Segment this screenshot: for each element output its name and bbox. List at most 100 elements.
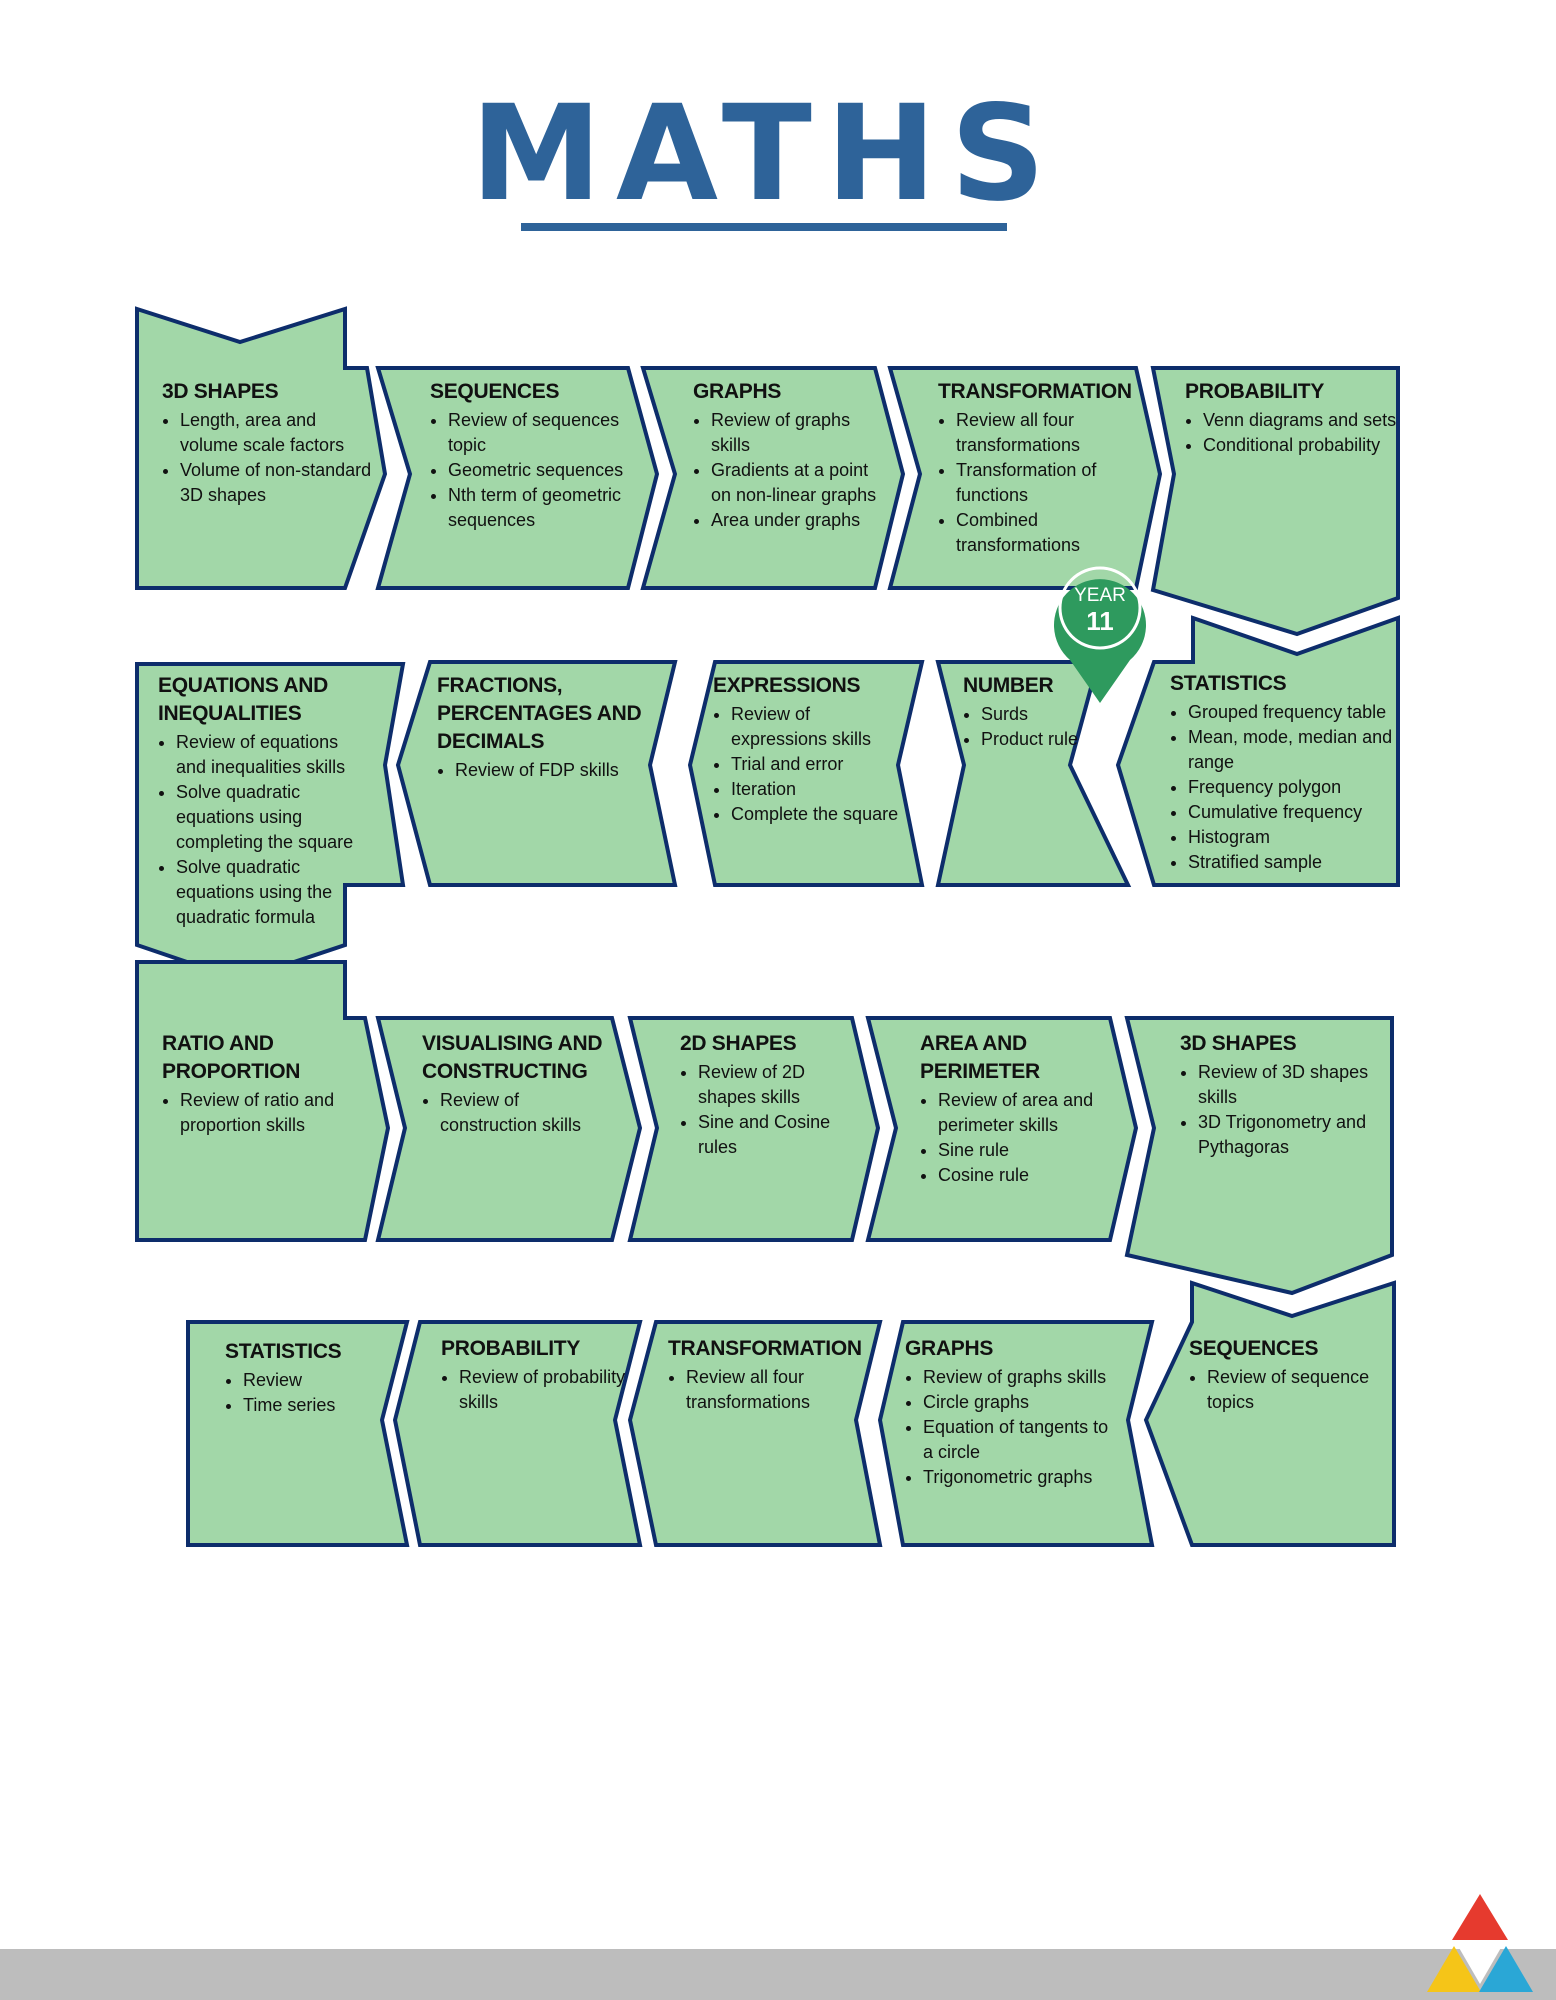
tile-title: SEQUENCES bbox=[430, 380, 560, 403]
tile-bullet-list: Review of graphs skillsGradients at a po… bbox=[693, 408, 883, 533]
tile-bullet: Stratified sample bbox=[1188, 850, 1395, 875]
tile-bullet: Review of probability skills bbox=[459, 1365, 626, 1415]
tile-bullet: Review of area and perimeter skills bbox=[938, 1088, 1120, 1138]
tile-bullet: Solve quadratic equations using the quad… bbox=[176, 855, 373, 930]
tile-3d-shapes-r3: 3D SHAPES Review of 3D shapes skills3D Tr… bbox=[1180, 1030, 1385, 1160]
badge-year-number: 11 bbox=[1086, 606, 1114, 636]
tile-title: NUMBER bbox=[963, 674, 1054, 697]
tile-bullet: Circle graphs bbox=[923, 1390, 1120, 1415]
page-title: MATHS bbox=[470, 77, 1060, 231]
tile-graphs-r1: GRAPHSReview of graphs skillsGradients a… bbox=[693, 378, 883, 533]
tile-bullet-list: Review all four transformations bbox=[668, 1365, 863, 1415]
tile-bullet: Iteration bbox=[731, 777, 908, 802]
tile-bullet-list: Review of equations and inequalities ski… bbox=[158, 730, 373, 930]
tile-statistics-r4: STATISTICS ReviewTime series bbox=[225, 1338, 385, 1418]
tile-bullet: Mean, mode, median and range bbox=[1188, 725, 1395, 775]
tile-bullet-list: Length, area and volume scale factorsVol… bbox=[162, 408, 377, 508]
tile-bullet: Combined transformations bbox=[956, 508, 1148, 558]
tile-title: EQUATIONS AND INEQUALITIES bbox=[158, 674, 328, 725]
tile-sequences-r1-shape bbox=[375, 366, 660, 590]
tile-statistics-r4-shape bbox=[186, 1320, 410, 1547]
triangle-logo-icon bbox=[1427, 1894, 1533, 1992]
tile-bullet: Geometric sequences bbox=[448, 458, 630, 483]
tile-sequences-r4: SEQUENCES Review of sequence topics bbox=[1189, 1335, 1384, 1415]
tile-bullet-list: Review all four transformationsTransform… bbox=[938, 408, 1148, 558]
tile-equations-and-inequalities-r2-shape bbox=[135, 662, 406, 983]
tile-ratio-and-proportion-r3: RATIO AND PROPORTIONReview of ratio and … bbox=[162, 1030, 367, 1138]
tile-bullet: Equation of tangents to a circle bbox=[923, 1415, 1120, 1465]
tile-bullet-list: Review of graphs skillsCircle graphsEqua… bbox=[905, 1365, 1120, 1490]
tile-bullet: Review of FDP skills bbox=[455, 758, 652, 783]
logo-blue-triangle bbox=[1479, 1946, 1533, 1992]
tile-equations-and-inequalities-r2: EQUATIONS AND INEQUALITIESReview of equa… bbox=[158, 672, 373, 930]
tile-probability-r4: PROBABILITY Review of probability skills bbox=[441, 1335, 626, 1415]
tile-title: 2D SHAPES bbox=[680, 1032, 797, 1055]
tile-graphs-r4-shape bbox=[877, 1320, 1155, 1547]
tile-bullet: Review of ratio and proportion skills bbox=[180, 1088, 367, 1138]
tile-bullet: Review all four transformations bbox=[956, 408, 1148, 458]
tile-bullet: Venn diagrams and sets bbox=[1203, 408, 1400, 433]
tile-bullet: Sine rule bbox=[938, 1138, 1120, 1163]
tile-sequences-r1: SEQUENCESReview of sequences topicGeomet… bbox=[430, 378, 630, 533]
tile-title: FRACTIONS, PERCENTAGES AND DECIMALS bbox=[437, 674, 642, 753]
tile-expressions-r2-shape bbox=[687, 660, 925, 887]
tile-bullet: Transformation of functions bbox=[956, 458, 1148, 508]
tile-title: PROBABILITY bbox=[1185, 380, 1325, 403]
tile-bullet-list: Venn diagrams and setsConditional probab… bbox=[1185, 408, 1400, 458]
tile-probability-r1-shape bbox=[1150, 366, 1400, 637]
tile-bullet: Solve quadratic equations using completi… bbox=[176, 780, 373, 855]
tile-bullet: Volume of non-standard 3D shapes bbox=[180, 458, 377, 508]
tile-bullet-list: Review of expressions skillsTrial and er… bbox=[713, 702, 908, 827]
tile-title: 3D SHAPES bbox=[1180, 1032, 1297, 1055]
tile-3d-shapes-r3-shape bbox=[1124, 1016, 1394, 1296]
footer-bar bbox=[0, 1949, 1556, 2000]
logo-red-triangle bbox=[1452, 1894, 1508, 1940]
badge-pin-shape bbox=[1054, 579, 1146, 703]
tile-bullet-list: Review of ratio and proportion skills bbox=[162, 1088, 367, 1138]
badge-label: YEAR bbox=[1074, 585, 1126, 606]
tile-ratio-and-proportion-r3-shape bbox=[135, 960, 391, 1242]
tile-title: RATIO AND PROPORTION bbox=[162, 1032, 301, 1083]
tile-bullet: Grouped frequency table bbox=[1188, 700, 1395, 725]
tile-bullet: Length, area and volume scale factors bbox=[180, 408, 377, 458]
tile-title: 3D SHAPES bbox=[162, 380, 279, 403]
tile-bullet: Time series bbox=[243, 1393, 385, 1418]
tile-transformation-r4-shape bbox=[627, 1320, 883, 1547]
tile-bullet-list: Review of probability skills bbox=[441, 1365, 626, 1415]
tile-bullet: Sine and Cosine rules bbox=[698, 1110, 855, 1160]
tile-bullet: Trigonometric graphs bbox=[923, 1465, 1120, 1490]
tile-3d-shapes-r1: 3D SHAPES Length, area and volume scale f… bbox=[162, 378, 377, 508]
tile-bullet: Frequency polygon bbox=[1188, 775, 1395, 800]
tile-bullet: Review bbox=[243, 1368, 385, 1393]
tile-bullet: Cumulative frequency bbox=[1188, 800, 1395, 825]
tile-title: STATISTICS bbox=[1170, 672, 1287, 695]
tile-area-and-perimeter-r3-shape bbox=[865, 1016, 1139, 1242]
logo-yellow-triangle bbox=[1427, 1946, 1481, 1992]
tile-bullet: Review of sequence topics bbox=[1207, 1365, 1384, 1415]
tile-probability-r4-shape bbox=[392, 1320, 643, 1547]
tile-title: STATISTICS bbox=[225, 1340, 342, 1363]
tile-title: GRAPHS bbox=[905, 1337, 994, 1360]
tile-bullet-list: Review of construction skills bbox=[422, 1088, 617, 1138]
tile-graphs-r4: GRAPHS Review of graphs skillsCircle grap… bbox=[905, 1335, 1120, 1490]
tile-title: EXPRESSIONS bbox=[713, 674, 861, 697]
tile-2d-shapes-r3: 2D SHAPES Review of 2D shapes skillsSine … bbox=[680, 1030, 855, 1160]
tile-bullet-list: Review of sequence topics bbox=[1189, 1365, 1384, 1415]
tile-bullet: Complete the square bbox=[731, 802, 908, 827]
tile-bullet: Review of expressions skills bbox=[731, 702, 908, 752]
tile-bullet: Review all four transformations bbox=[686, 1365, 863, 1415]
tile-title: PROBABILITY bbox=[441, 1337, 581, 1360]
tile-title: SEQUENCES bbox=[1189, 1337, 1319, 1360]
tile-bullet: 3D Trigonometry and Pythagoras bbox=[1198, 1110, 1385, 1160]
tile-area-and-perimeter-r3: AREA AND PERIMETERReview of area and per… bbox=[920, 1030, 1120, 1188]
tile-title: VISUALISING AND CONSTRUCTING bbox=[422, 1032, 603, 1083]
tile-3d-shapes-r1-shape bbox=[135, 306, 388, 590]
tile-visualising-and-constructing-r3: VISUALISING AND CONSTRUCTINGReview of co… bbox=[422, 1030, 617, 1138]
logo-white-center bbox=[1458, 1946, 1502, 1984]
tile-bullet: Review of 2D shapes skills bbox=[698, 1060, 855, 1110]
tile-bullet: Review of construction skills bbox=[440, 1088, 617, 1138]
tile-title: TRANSFORMATION bbox=[938, 380, 1132, 403]
tile-bullet: Review of 3D shapes skills bbox=[1198, 1060, 1385, 1110]
tile-bullet: Review of equations and inequalities ski… bbox=[176, 730, 373, 780]
